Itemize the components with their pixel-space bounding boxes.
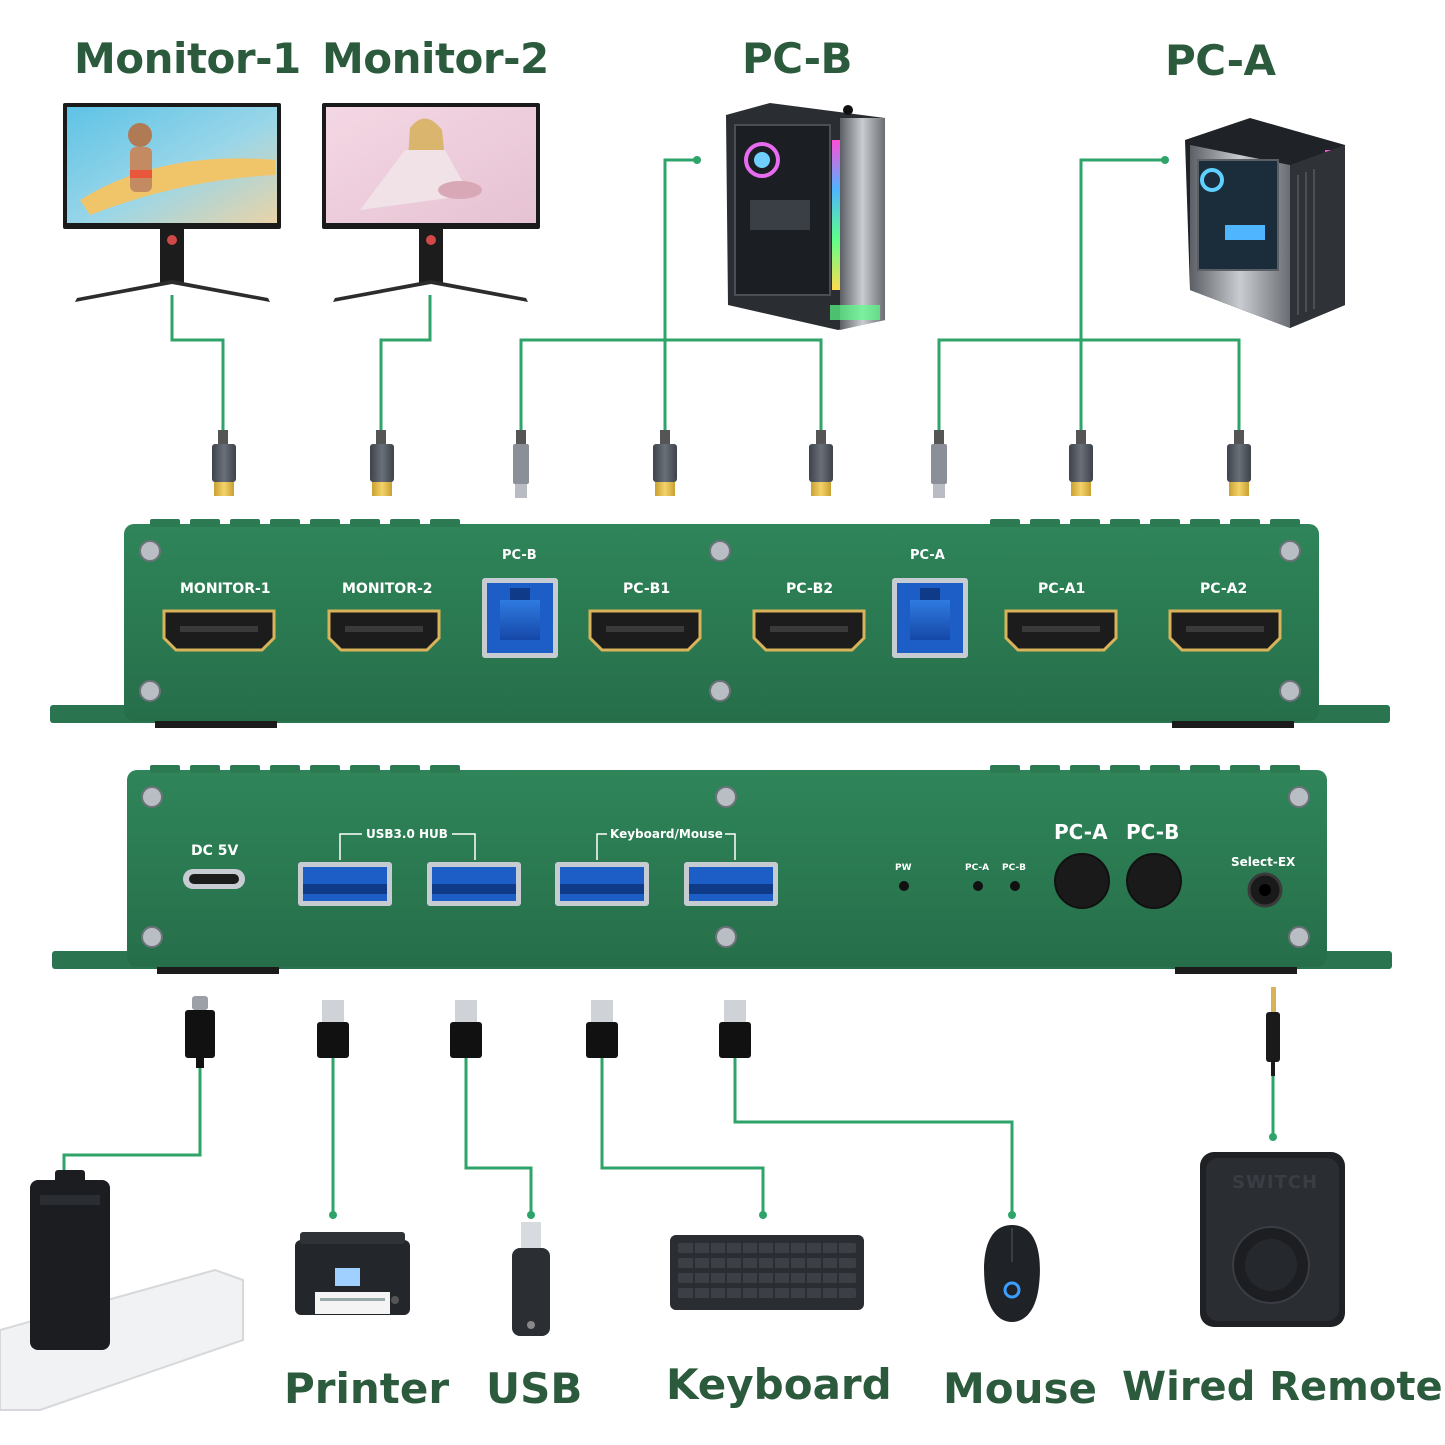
hdmi-port-pc-a1	[1004, 609, 1118, 652]
pw-led-label: PW	[895, 863, 912, 873]
pc-b-title: PC-B	[742, 34, 853, 83]
pc-b-led-label: PC-B	[1002, 863, 1027, 873]
usb-label: USB	[486, 1364, 583, 1413]
hdmi-port-pc-a2	[1168, 609, 1282, 652]
usb-b-plug-pc-b	[513, 430, 529, 498]
kvm-front-panel	[52, 765, 1392, 974]
port-label-pc-b-usb: PC-B	[502, 548, 537, 563]
pc-b-button-label: PC-B	[1126, 820, 1180, 844]
port-label-monitor-1: MONITOR-1	[180, 581, 271, 597]
pw-led	[899, 881, 909, 891]
pc-b-switch-button	[1126, 853, 1182, 909]
usb-flash-drive-image	[512, 1222, 550, 1336]
port-label-pc-a-usb: PC-A	[910, 548, 945, 563]
mouse-image	[984, 1225, 1040, 1322]
port-label-pc-b1: PC-B1	[623, 581, 671, 597]
pc-a-title: PC-A	[1165, 36, 1276, 85]
port-label-pc-b2: PC-B2	[786, 581, 834, 597]
pc-a-led-label: PC-A	[965, 863, 990, 873]
hdmi-plug-pc-a2	[1227, 430, 1251, 496]
top-cable-plugs	[212, 430, 1251, 498]
usb-a-cable-plug-printer	[317, 1000, 349, 1058]
keyboard-image	[670, 1235, 864, 1310]
port-label-dc-5v: DC 5V	[191, 843, 239, 859]
bottom-connection-lines	[62, 1055, 1275, 1215]
bottom-cable-plugs	[185, 987, 1280, 1076]
usb-b-port-pc-b	[482, 578, 558, 658]
hdmi-plug-monitor-1	[212, 430, 236, 496]
keyboard-mouse-label: Keyboard/Mouse	[610, 827, 723, 841]
port-label-pc-a2: PC-A2	[1200, 581, 1248, 597]
keyboard-label: Keyboard	[666, 1360, 892, 1409]
audio-cable-plug	[1266, 987, 1280, 1076]
monitor-2-title: Monitor-2	[322, 34, 549, 83]
port-label-pc-a1: PC-A1	[1038, 581, 1086, 597]
pc-a-led	[973, 881, 983, 891]
power-adapter-image	[0, 1170, 244, 1411]
usb-a-cable-plug-keyboard	[586, 1000, 618, 1058]
usb-hub-label: USB3.0 HUB	[366, 827, 448, 841]
usb-c-cable-plug	[185, 996, 215, 1068]
usb-c-port-dc5v	[183, 869, 245, 889]
hdmi-port-pc-b2	[752, 609, 866, 652]
monitor-1-title: Monitor-1	[74, 34, 301, 83]
select-ex-label: Select-EX	[1231, 855, 1296, 869]
wired-remote-image	[1200, 1152, 1345, 1327]
usb-a-cable-plug-mouse	[719, 1000, 751, 1058]
usb-a-port-keyboard	[555, 862, 649, 906]
wired-remote-label: Wired Remote	[1122, 1364, 1443, 1410]
hdmi-port-monitor-2	[327, 609, 441, 652]
printer-image	[295, 1232, 410, 1315]
usb-a-cable-plug-usb	[450, 1000, 482, 1058]
hdmi-plug-pc-a1	[1069, 430, 1093, 496]
port-label-monitor-2: MONITOR-2	[342, 581, 433, 597]
hdmi-port-monitor-1	[162, 609, 276, 652]
usb-a-port-hub-2	[427, 862, 521, 906]
usb-a-port-hub-1	[298, 862, 392, 906]
usb-b-port-pc-a	[892, 578, 968, 658]
hdmi-plug-pc-b1	[653, 430, 677, 496]
hdmi-plug-pc-b2	[809, 430, 833, 496]
monitor-2-image	[322, 103, 540, 302]
pc-b-led	[1010, 881, 1020, 891]
printer-label: Printer	[284, 1364, 450, 1413]
mouse-label: Mouse	[943, 1364, 1098, 1413]
monitor-1-image	[63, 103, 281, 302]
remote-switch-text: SWITCH	[1232, 1172, 1319, 1193]
pc-a-switch-button	[1054, 853, 1110, 909]
pc-a-tower-image	[1185, 118, 1345, 328]
hdmi-port-pc-b1	[588, 609, 702, 652]
pc-a-button-label: PC-A	[1054, 820, 1108, 844]
top-connection-lines	[170, 158, 1241, 440]
usb-a-port-mouse	[684, 862, 778, 906]
pc-b-tower-image	[726, 103, 885, 330]
usb-b-plug-pc-a	[931, 430, 947, 498]
kvm-rear-panel	[50, 519, 1390, 728]
hdmi-plug-monitor-2	[370, 430, 394, 496]
